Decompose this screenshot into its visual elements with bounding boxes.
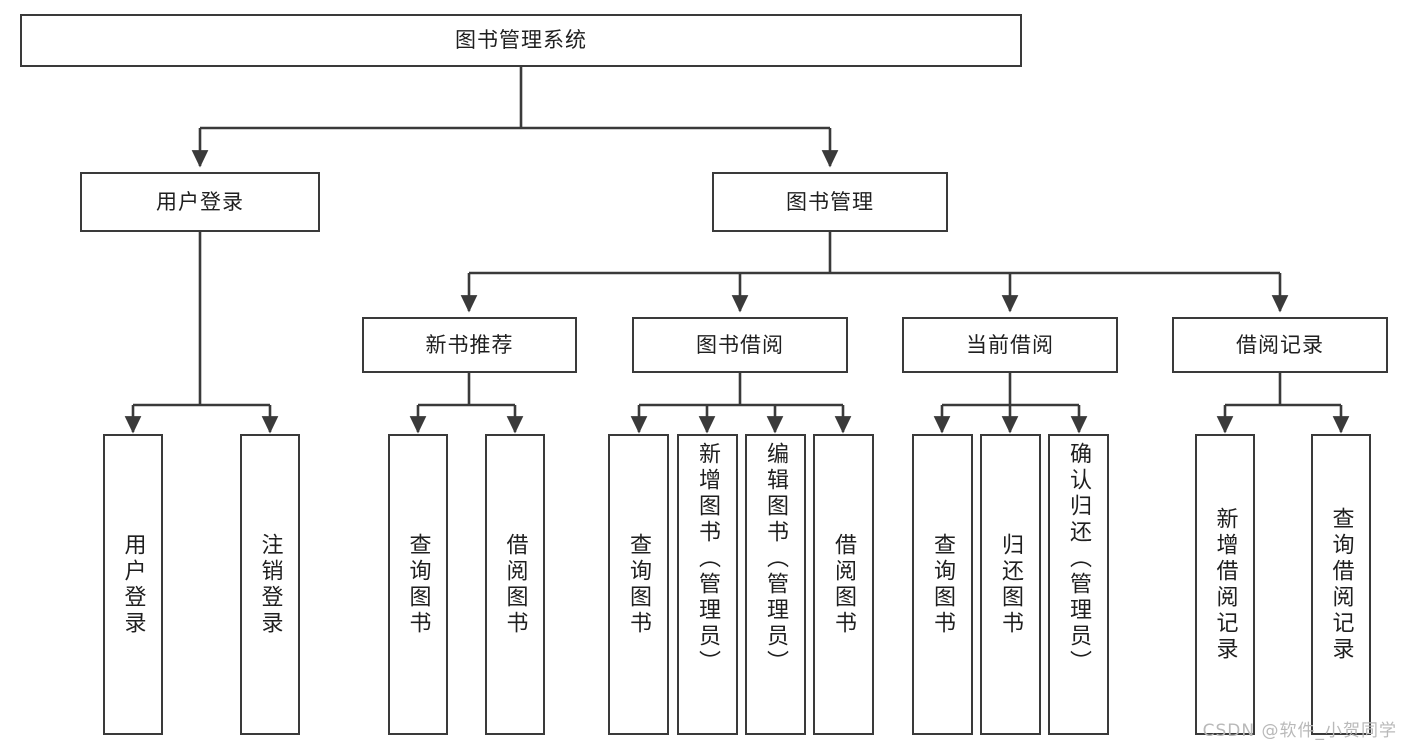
leaf-add-book-admin[interactable]: 新增图书（管理员） <box>677 434 738 735</box>
leaf-label: 新增借阅记录 <box>1212 506 1238 663</box>
leaf-label: 确认归还（管理员） <box>1066 442 1092 676</box>
leaf-label: 查询图书 <box>930 532 956 637</box>
leaf-query-book-current[interactable]: 查询图书 <box>912 434 973 735</box>
node-label: 图书管理系统 <box>455 28 587 53</box>
leaf-query-borrow-record[interactable]: 查询借阅记录 <box>1311 434 1371 735</box>
leaf-label: 查询图书 <box>405 532 431 637</box>
leaf-borrow-book-recommend[interactable]: 借阅图书 <box>485 434 545 735</box>
node-root-system[interactable]: 图书管理系统 <box>20 14 1022 67</box>
leaf-query-book-borrow[interactable]: 查询图书 <box>608 434 669 735</box>
leaf-query-book-recommend[interactable]: 查询图书 <box>388 434 448 735</box>
node-label: 当前借阅 <box>966 332 1054 357</box>
leaf-user-login[interactable]: 用户登录 <box>103 434 163 735</box>
leaf-label: 归还图书 <box>998 532 1024 637</box>
node-new-book-recommend[interactable]: 新书推荐 <box>362 317 577 373</box>
leaf-label: 新增图书（管理员） <box>695 442 721 676</box>
leaf-label: 查询借阅记录 <box>1328 506 1354 663</box>
leaf-label: 注销登录 <box>257 532 283 637</box>
leaf-label: 借阅图书 <box>502 532 528 637</box>
node-label: 用户登录 <box>156 189 244 214</box>
watermark: CSDN @软件_小贺同学 <box>1202 721 1397 741</box>
node-current-borrow[interactable]: 当前借阅 <box>902 317 1118 373</box>
leaf-label: 借阅图书 <box>831 532 857 637</box>
node-borrow-record[interactable]: 借阅记录 <box>1172 317 1388 373</box>
leaf-borrow-book[interactable]: 借阅图书 <box>813 434 874 735</box>
node-label: 借阅记录 <box>1236 332 1324 357</box>
node-label: 图书管理 <box>786 189 874 214</box>
leaf-return-book[interactable]: 归还图书 <box>980 434 1041 735</box>
node-book-management[interactable]: 图书管理 <box>712 172 948 232</box>
node-label: 新书推荐 <box>425 332 514 357</box>
leaf-logout[interactable]: 注销登录 <box>240 434 300 735</box>
leaf-add-borrow-record[interactable]: 新增借阅记录 <box>1195 434 1255 735</box>
leaf-confirm-return-admin[interactable]: 确认归还（管理员） <box>1048 434 1109 735</box>
node-label: 图书借阅 <box>696 332 784 357</box>
leaf-label: 用户登录 <box>120 532 146 637</box>
leaf-edit-book-admin[interactable]: 编辑图书（管理员） <box>745 434 806 735</box>
node-book-borrow[interactable]: 图书借阅 <box>632 317 848 373</box>
leaf-label: 编辑图书（管理员） <box>763 442 789 676</box>
node-user-login[interactable]: 用户登录 <box>80 172 320 232</box>
leaf-label: 查询图书 <box>626 532 652 637</box>
